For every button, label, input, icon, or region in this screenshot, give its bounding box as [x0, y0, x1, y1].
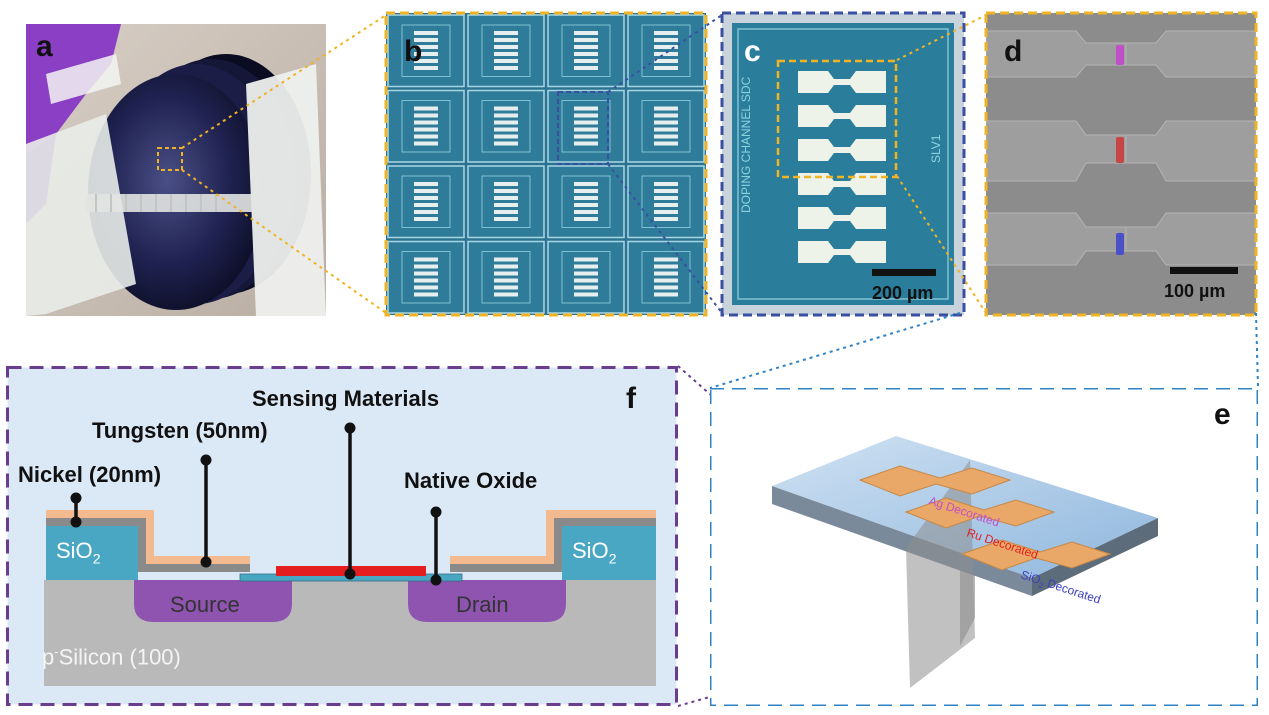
panel-a: a: [26, 24, 326, 316]
die-cell: [467, 14, 545, 88]
ru-channel: [1116, 137, 1124, 163]
panel-b: b: [386, 13, 706, 315]
panel-a-letter: a: [36, 30, 53, 63]
sio2-channel: [1116, 233, 1124, 255]
die-cell: [387, 14, 465, 88]
die-cell: [387, 240, 465, 314]
zoom-box-a: [157, 147, 183, 171]
callout-sensing-materials: Sensing Materials: [252, 386, 440, 411]
panel-c: DOPING CHANNEL SDC SLV1 c 200 µm: [722, 13, 964, 315]
ag-channel: [1116, 45, 1124, 65]
frame-c: [720, 11, 966, 317]
die-cell: [627, 14, 705, 88]
panel-b-letter: b: [404, 35, 423, 68]
die-array-image: [386, 13, 706, 315]
sio2-right: [562, 526, 656, 580]
die-cell: [467, 165, 545, 239]
scale-bar-c: [872, 269, 936, 276]
callout-native-oxide: Native Oxide: [404, 468, 538, 493]
callout-tungsten: Tungsten (50nm): [92, 418, 268, 443]
sem-image: [985, 13, 1257, 315]
chip-text-left: DOPING CHANNEL SDC: [739, 76, 753, 213]
die-cell: [387, 89, 465, 163]
zoom-box-c: [776, 59, 898, 179]
die-cell: [467, 89, 545, 163]
label-substrate: p-Silicon (100): [42, 644, 181, 670]
panel-d-letter: d: [1004, 35, 1023, 68]
panel-e: Ag Decorated Ru Decorated SiO2 Decorated…: [708, 386, 1260, 708]
die-cell: [547, 240, 625, 314]
drain-well: [408, 580, 566, 622]
panel-f: f Sensing Materials Tungsten (50nm) Nick…: [6, 366, 678, 706]
device-pad: [798, 71, 886, 93]
scale-text-c: 200 µm: [872, 283, 934, 303]
scale-bar-d: [1170, 267, 1238, 274]
chip-text-right: SLV1: [929, 134, 943, 163]
panel-c-letter: c: [744, 35, 761, 68]
callout-nickel: Nickel (20nm): [18, 462, 162, 487]
die-cell: [627, 240, 705, 314]
device-pad: [798, 173, 886, 195]
tungsten-layer: [46, 510, 250, 564]
label-source: Source: [170, 592, 240, 617]
zoom-box-b: [557, 91, 609, 165]
chip-3d-render: Ag Decorated Ru Decorated SiO2 Decorated: [708, 386, 1260, 708]
panel-f-letter: f: [626, 382, 636, 415]
die-cell: [387, 165, 465, 239]
frame-b: [384, 11, 708, 317]
die-cell: [547, 89, 625, 163]
die-cell: [627, 165, 705, 239]
cross-section-diagram: [6, 366, 678, 706]
source-well: [134, 580, 292, 622]
single-die-image: DOPING CHANNEL SDC SLV1: [722, 13, 964, 315]
device-pad: [798, 105, 886, 127]
scale-text-d: 100 µm: [1164, 281, 1226, 301]
die-cell: [627, 89, 705, 163]
label-sio2-left: SiO2: [56, 538, 101, 567]
panel-e-letter: e: [1214, 398, 1231, 431]
label-sio2-right: SiO2: [572, 538, 617, 567]
device-pad: [798, 139, 886, 161]
sio2-left: [46, 526, 138, 580]
die-cell: [547, 165, 625, 239]
nickel-layer: [46, 518, 250, 572]
device-pad: [798, 207, 886, 229]
wafer-photo: [26, 24, 326, 316]
label-drain: Drain: [456, 592, 509, 617]
device-pad: [798, 241, 886, 263]
die-cell: [467, 240, 545, 314]
frame-d: [984, 11, 1258, 317]
die-cell: [547, 14, 625, 88]
panel-d: d 100 µm: [985, 13, 1257, 315]
